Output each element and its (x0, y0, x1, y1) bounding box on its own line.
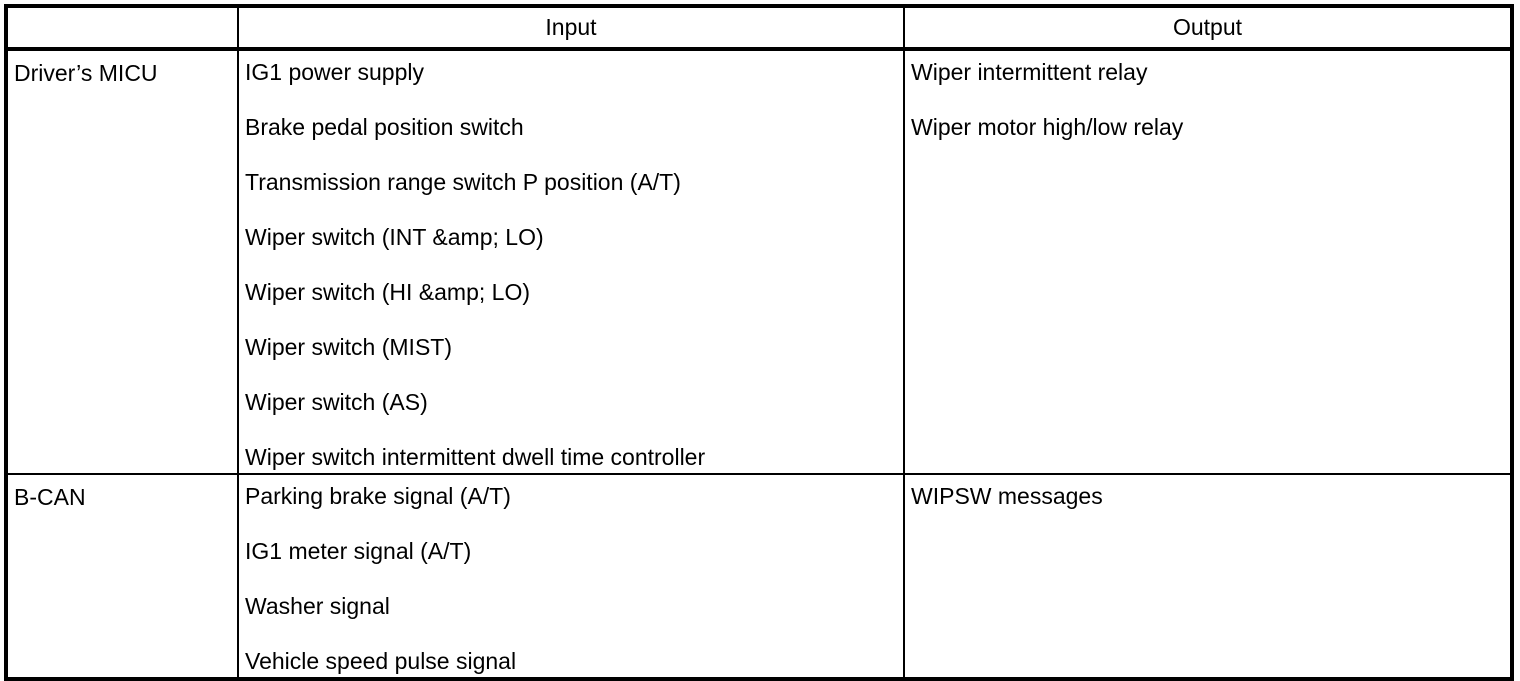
list-item: Parking brake signal (A/T) (245, 483, 511, 509)
input-item-list: Parking brake signal (A/T) IG1 meter sig… (245, 481, 903, 677)
table-row: B-CAN Parking brake signal (A/T) IG1 met… (6, 474, 1512, 679)
table-body: Driver’s MICU IG1 power supply Brake ped… (6, 49, 1512, 679)
cell-module-name: B-CAN (6, 474, 239, 679)
cell-inner: Wiper intermittent relay Wiper motor hig… (905, 51, 1510, 143)
cell-input-list: IG1 power supply Brake pedal position sw… (238, 49, 905, 475)
cell-output-list: Wiper intermittent relay Wiper motor hig… (904, 49, 1512, 475)
list-item: Wiper intermittent relay (911, 59, 1148, 85)
module-label: B-CAN (14, 484, 86, 510)
list-item: IG1 meter signal (A/T) (245, 538, 472, 564)
cell-inner: Parking brake signal (A/T) IG1 meter sig… (239, 475, 903, 677)
input-output-spec-table: Input Output Driver’s MICU IG1 power sup… (4, 4, 1514, 681)
header-cell-input: Input (238, 6, 905, 51)
cell-inner: B-CAN (8, 475, 237, 513)
list-item: WIPSW messages (911, 483, 1103, 509)
list-item: IG1 power supply (245, 59, 424, 85)
list-item: Brake pedal position switch (245, 114, 524, 140)
cell-input-list: Parking brake signal (A/T) IG1 meter sig… (238, 474, 905, 679)
output-item-list: WIPSW messages (911, 481, 1510, 512)
list-item: Wiper motor high/low relay (911, 114, 1184, 140)
cell-output-list: WIPSW messages (904, 474, 1512, 679)
list-item: Washer signal (245, 593, 390, 619)
list-item: Wiper switch (MIST) (245, 334, 452, 360)
header-cell-corner (6, 6, 239, 51)
cell-module-name: Driver’s MICU (6, 49, 239, 475)
cell-inner: WIPSW messages (905, 475, 1510, 512)
header-cell-output: Output (904, 6, 1512, 51)
module-label: Driver’s MICU (14, 60, 158, 86)
cell-inner: IG1 power supply Brake pedal position sw… (239, 51, 903, 473)
list-item: Wiper switch (AS) (245, 389, 428, 415)
list-item: Wiper switch (HI &amp; LO) (245, 279, 530, 305)
table-row: Driver’s MICU IG1 power supply Brake ped… (6, 49, 1512, 475)
cell-inner: Driver’s MICU (8, 51, 237, 89)
list-item: Transmission range switch P position (A/… (245, 169, 681, 195)
list-item: Wiper switch (INT &amp; LO) (245, 224, 544, 250)
output-item-list: Wiper intermittent relay Wiper motor hig… (911, 57, 1510, 143)
list-item: Vehicle speed pulse signal (245, 648, 517, 674)
list-item: Wiper switch intermittent dwell time con… (245, 444, 706, 470)
input-item-list: IG1 power supply Brake pedal position sw… (245, 57, 903, 473)
header-row: Input Output (6, 6, 1512, 51)
table-header: Input Output (6, 6, 1512, 51)
